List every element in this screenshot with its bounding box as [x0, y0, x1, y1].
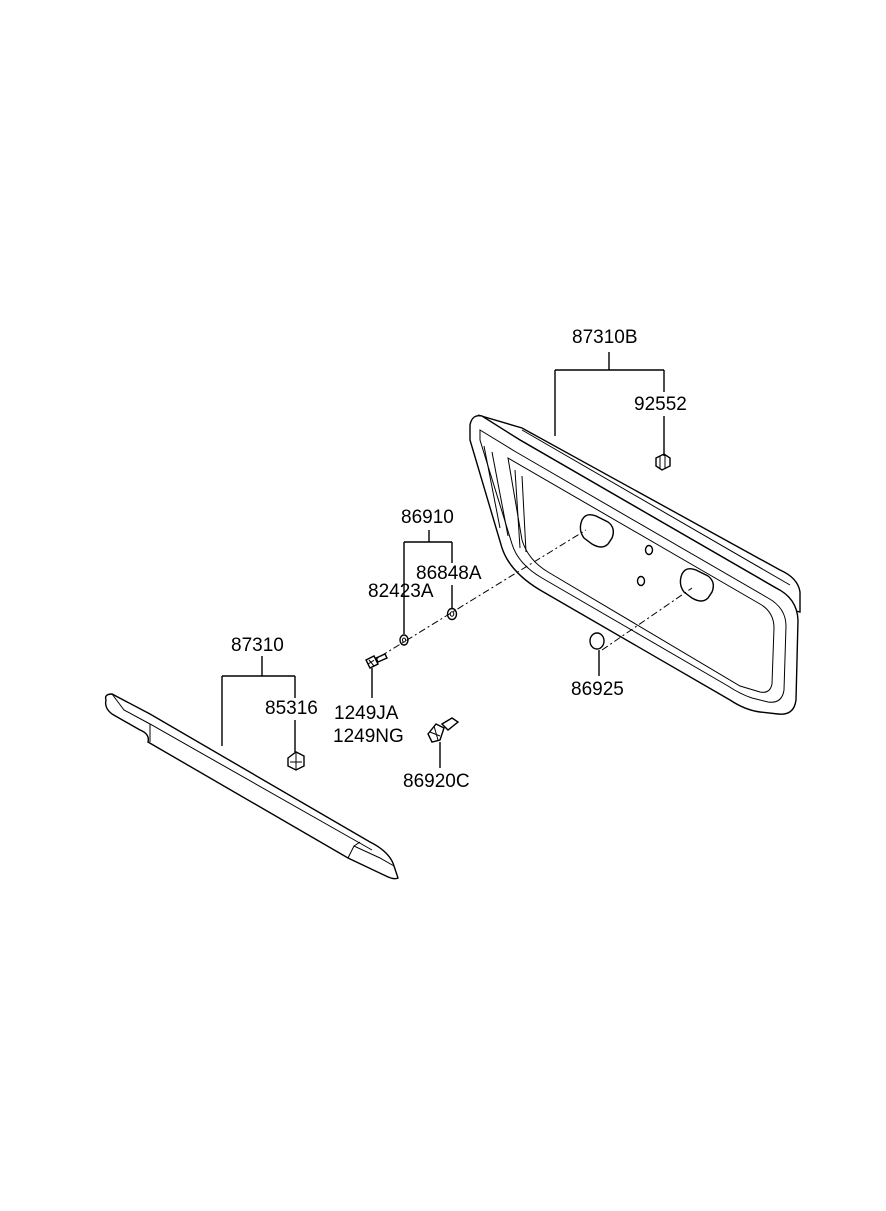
label-86910: 86910 [401, 507, 454, 528]
garnish-panel-87310b [469, 414, 801, 715]
alignment-line [367, 529, 587, 665]
label-86848a: 86848A [416, 563, 482, 584]
label-1249ng: 1249NG [333, 726, 404, 747]
label-92552: 92552 [634, 394, 687, 415]
clip-85316 [287, 751, 305, 771]
label-87310b: 87310B [572, 327, 638, 348]
bolt-86920c [427, 717, 460, 743]
leader-lines [221, 352, 665, 768]
garnish-strip-87310 [104, 693, 399, 880]
screw-1249ja [365, 653, 388, 669]
washer-82423a [399, 634, 409, 646]
label-82423a: 82423A [368, 581, 434, 602]
label-86920c: 86920C [403, 771, 470, 792]
cap-86925 [589, 632, 605, 650]
label-85316: 85316 [265, 698, 318, 719]
label-87310: 87310 [231, 635, 284, 656]
clip-92552 [655, 453, 671, 471]
label-86925: 86925 [571, 679, 624, 700]
label-1249ja: 1249JA [334, 703, 399, 724]
